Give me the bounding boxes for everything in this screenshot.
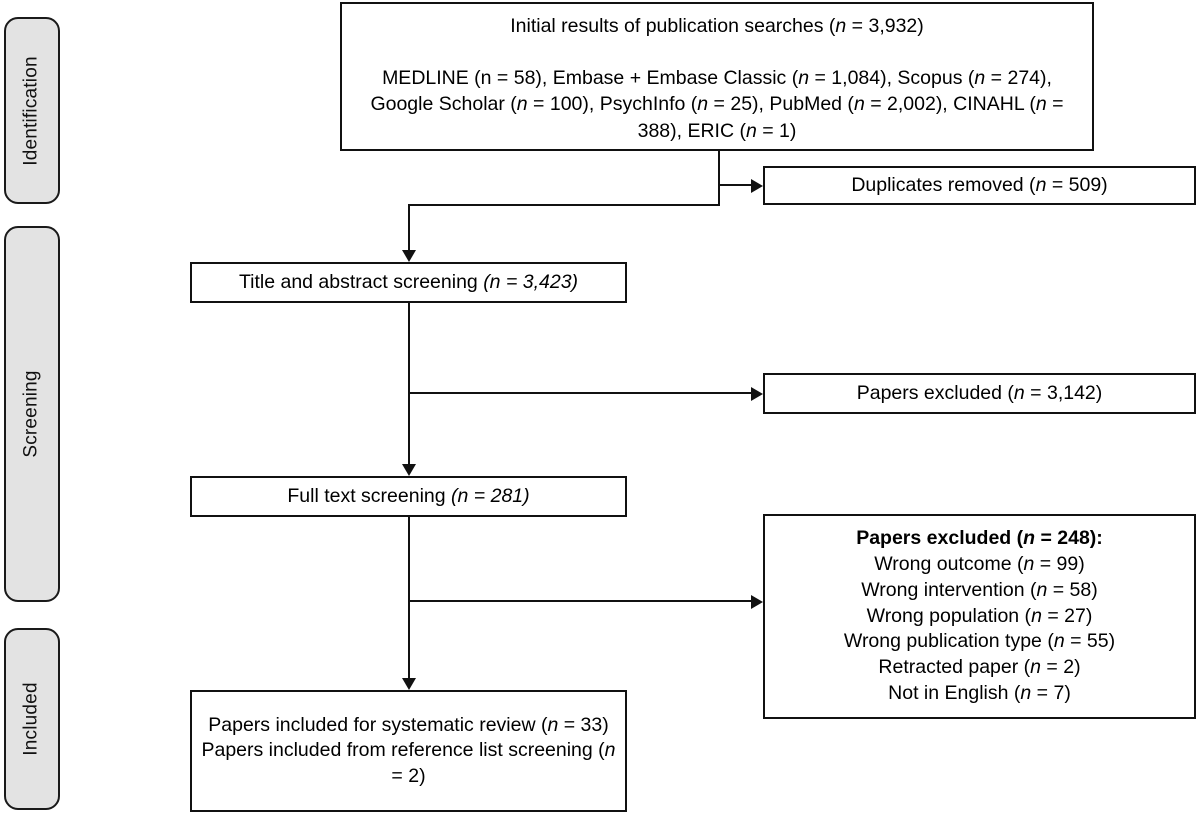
stage-label-screening-text: Screening	[21, 370, 43, 458]
papers-excluded-fulltext-heading: Papers excluded (n = 248):	[856, 526, 1103, 549]
full-text-screening-text: Full text screening (n = 281)	[287, 484, 530, 507]
box-initial-results: Initial results of publication searches …	[340, 2, 1094, 151]
stage-label-included-text: Included	[21, 682, 42, 756]
connector-title-abstract-to-full-text-arrow	[401, 464, 416, 476]
stage-label-identification: Identification	[4, 17, 60, 204]
initial-results-title: Initial results of publication searches …	[510, 15, 924, 37]
exclusion-reason-not-in-english: Not in English (n = 7)	[888, 682, 1071, 705]
box-title-abstract-screening: Title and abstract screening (n = 3,423)	[190, 262, 627, 303]
connector-to-duplicates-arrow	[751, 178, 763, 193]
connector-title-abstract-trunk	[408, 303, 410, 464]
papers-included-reference-list: Papers included from reference list scre…	[201, 739, 616, 787]
connector-to-excluded-fulltext-line	[409, 600, 751, 602]
connector-to-duplicates-line	[719, 184, 751, 186]
connector-sources-elbow	[408, 204, 719, 206]
title-abstract-screening-text: Title and abstract screening (n = 3,423)	[238, 270, 579, 293]
connector-to-excluded-screening-arrow	[751, 386, 763, 401]
connector-sources-trunk	[718, 151, 720, 206]
stage-label-screening: Screening	[4, 226, 60, 602]
exclusion-reason-wrong-outcome: Wrong outcome (n = 99)	[874, 552, 1085, 575]
box-full-text-screening: Full text screening (n = 281)	[190, 476, 627, 517]
connector-to-excluded-screening-line	[409, 392, 751, 394]
box-papers-included: Papers included for systematic review (n…	[190, 690, 627, 812]
papers-excluded-screening-text: Papers excluded (n = 3,142)	[856, 381, 1103, 404]
box-papers-excluded-screening: Papers excluded (n = 3,142)	[763, 373, 1196, 414]
exclusion-reason-wrong-publication-type: Wrong publication type (n = 55)	[843, 630, 1116, 653]
exclusion-reason-wrong-intervention: Wrong intervention (n = 58)	[861, 578, 1098, 601]
duplicates-removed-text: Duplicates removed (n = 509)	[851, 173, 1108, 196]
connector-sources-to-title-abstract	[408, 204, 410, 250]
connector-to-excluded-fulltext-arrow	[751, 594, 763, 609]
stage-label-identification-text: Identification	[21, 55, 43, 166]
initial-results-sources: MEDLINE (n = 58), Embase + Embase Classi…	[370, 67, 1064, 142]
connector-full-text-trunk	[408, 517, 410, 678]
box-duplicates-removed: Duplicates removed (n = 509)	[763, 166, 1196, 205]
box-papers-excluded-fulltext: Papers excluded (n = 248): Wrong outcome…	[763, 514, 1196, 719]
exclusion-reason-retracted-paper: Retracted paper (n = 2)	[878, 656, 1081, 679]
stage-label-included: Included	[4, 628, 60, 810]
papers-included-systematic-review: Papers included for systematic review (n…	[208, 713, 609, 736]
connector-sources-to-title-abstract-arrow	[401, 250, 416, 262]
exclusion-reason-wrong-population: Wrong population (n = 27)	[866, 604, 1093, 627]
connector-full-text-to-included-arrow	[401, 678, 416, 690]
